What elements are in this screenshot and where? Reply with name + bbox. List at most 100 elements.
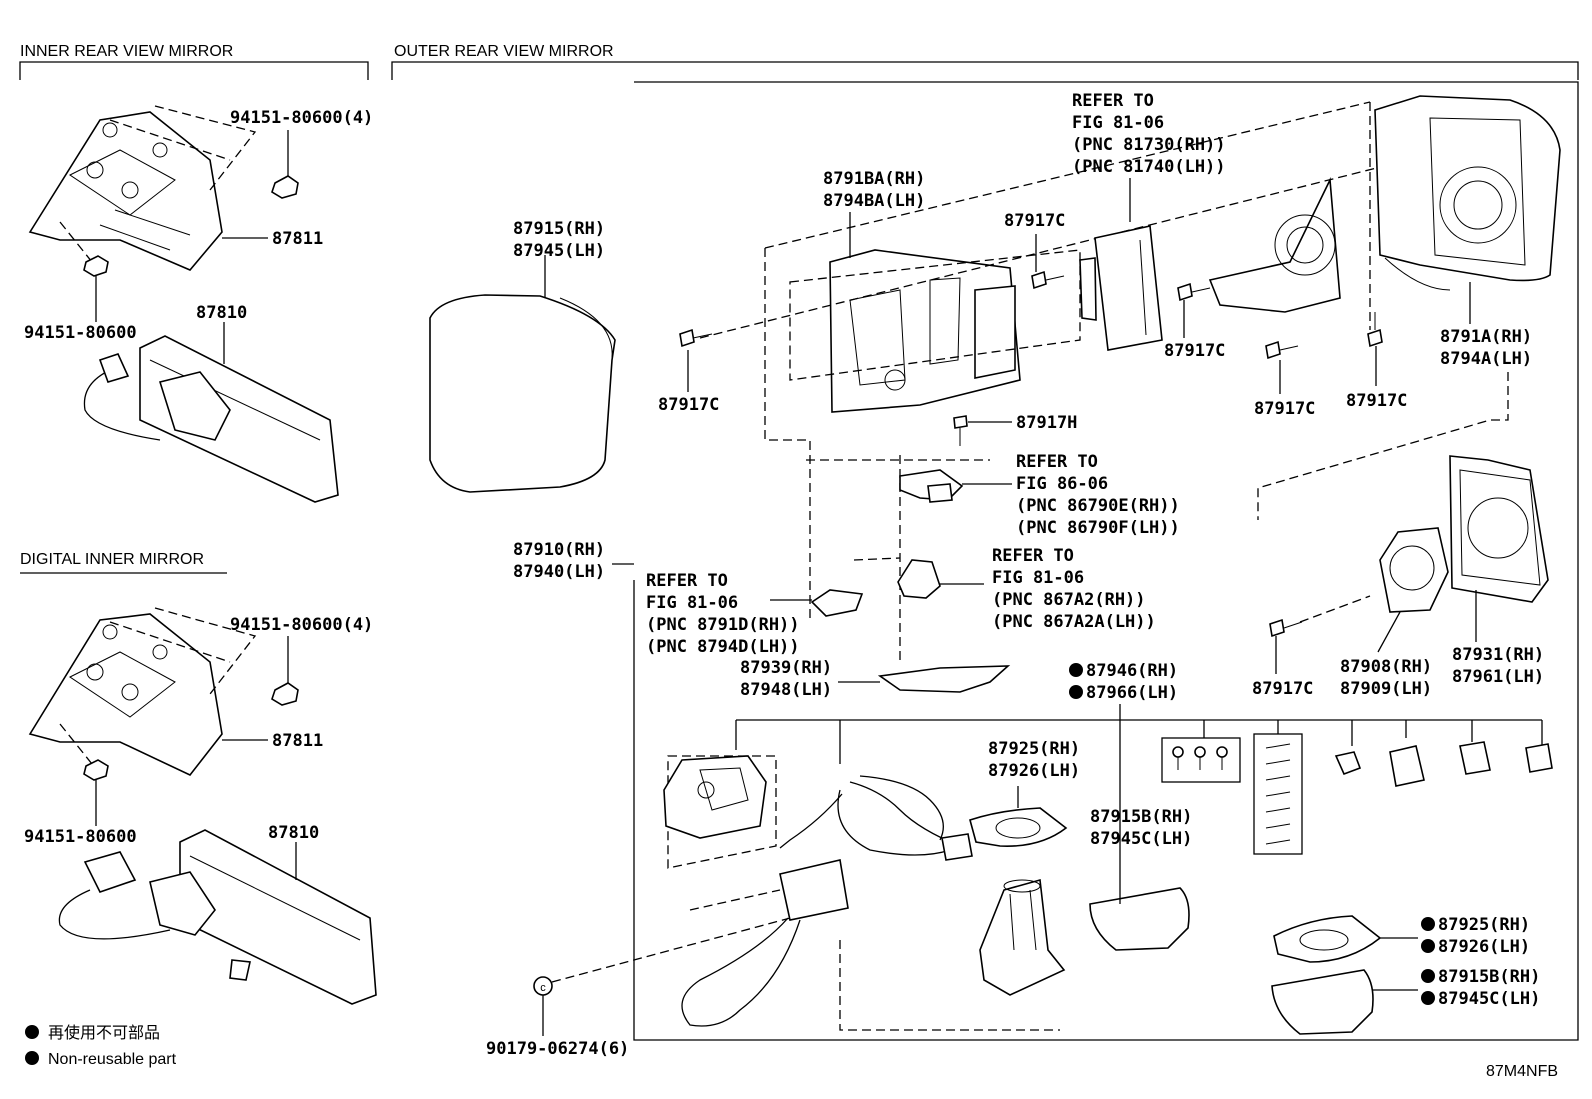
label-screw-f: 87917C	[1252, 679, 1313, 699]
label-lower2-lh: 87945C(LH)	[1438, 989, 1540, 1009]
gasket2-lh-dot	[1421, 939, 1435, 953]
refer4-b: FIG 81-06	[646, 593, 738, 613]
refer3-d: (PNC 867A2A(LH))	[992, 612, 1156, 632]
dash-nut-top	[59, 221, 93, 263]
label-nut-4-bottom: 94151-80600(4)	[230, 615, 373, 635]
dash-nut-bottom	[59, 723, 93, 765]
dash-frame-box	[789, 249, 1081, 381]
refer4-a: REFER TO	[646, 571, 728, 591]
outer-frame-box	[633, 81, 1579, 1041]
nut-top-upper[interactable]	[271, 175, 299, 199]
nut-top-lower[interactable]	[83, 255, 109, 277]
label-garnish-rh: 87939(RH)	[740, 658, 832, 678]
lower-cover-2[interactable]	[1271, 969, 1374, 1035]
refer4-d: (PNC 8794D(LH))	[646, 637, 800, 657]
label-kit-lh: 87966(LH)	[1086, 683, 1178, 703]
connector-b[interactable]	[1459, 741, 1491, 775]
bracket-plate[interactable]	[1208, 177, 1341, 313]
mount-bracket-bottom[interactable]	[28, 613, 223, 776]
legend-en: Non-reusable part	[48, 1051, 177, 1068]
mirror-frame[interactable]	[829, 249, 1021, 413]
dash-top-line	[764, 101, 1371, 249]
section-digital-mirror: DIGITAL INNER MIRROR	[20, 551, 204, 568]
mirror-glass[interactable]	[1449, 455, 1549, 603]
label-lower-lh: 87945C(LH)	[1090, 829, 1192, 849]
gasket-2[interactable]	[1273, 915, 1382, 963]
nut-bottom-lower[interactable]	[83, 759, 109, 781]
wire-harness[interactable]	[681, 775, 1060, 1031]
screw-c[interactable]	[1177, 282, 1211, 302]
mirror-cover[interactable]	[429, 294, 616, 493]
refer1-b: FIG 81-06	[1072, 113, 1164, 133]
mirror-housing[interactable]	[1374, 95, 1561, 291]
label-mirror-top: 87810	[196, 303, 247, 323]
bolt-set[interactable]	[1161, 737, 1241, 783]
label-lower-rh: 87915B(RH)	[1090, 807, 1192, 827]
label-screw-a: 87917C	[658, 395, 719, 415]
refer3-b: FIG 81-06	[992, 568, 1084, 588]
digital-mirror[interactable]	[58, 829, 377, 1005]
label-housing-rh: 8791A(RH)	[1440, 327, 1532, 347]
dash-housing-glass	[1257, 372, 1509, 520]
clip[interactable]: c	[533, 976, 553, 996]
label-mirror-bottom: 87810	[268, 823, 319, 843]
screw-b[interactable]	[1031, 270, 1065, 290]
dash-refer3	[853, 557, 901, 561]
label-glass-rh: 87931(RH)	[1452, 645, 1544, 665]
lamp-unit[interactable]	[897, 559, 941, 599]
mount-bracket-top[interactable]	[28, 111, 223, 271]
screw-a[interactable]	[679, 328, 713, 348]
kit-lh-dot	[1069, 685, 1083, 699]
label-gasket-rh: 87925(RH)	[988, 739, 1080, 759]
legend-dot-en	[25, 1051, 39, 1065]
label-kit-rh: 87946(RH)	[1086, 661, 1178, 681]
label-screw-c: 87917C	[1164, 341, 1225, 361]
screw-e[interactable]	[1367, 312, 1383, 348]
screw-f[interactable]	[1269, 618, 1303, 638]
kit-drops	[735, 720, 1543, 860]
lower-cover[interactable]	[1089, 887, 1190, 951]
screw-set[interactable]	[1253, 733, 1303, 855]
lower2-rh-dot	[1421, 969, 1435, 983]
dash-screw-line	[699, 141, 1481, 339]
dash-screw-f	[1299, 595, 1371, 623]
screw-d[interactable]	[1265, 340, 1299, 360]
label-lower2-rh: 87915B(RH)	[1438, 967, 1540, 987]
turn-signal-lamp[interactable]	[810, 589, 864, 617]
svg-text:c: c	[540, 982, 546, 994]
connector-c[interactable]	[1525, 743, 1553, 773]
label-nut-top: 94151-80600	[24, 323, 137, 343]
label-cover-rh: 87915(RH)	[513, 219, 605, 239]
bracket-inner	[19, 61, 369, 80]
refer2-b: FIG 86-06	[1016, 474, 1108, 494]
figure-code: 87M4NFB	[1486, 1063, 1558, 1080]
refer1-c: (PNC 81730(RH))	[1072, 135, 1226, 155]
label-bracket-bottom: 87811	[272, 731, 323, 751]
label-gasket-lh: 87926(LH)	[988, 761, 1080, 781]
small-clip[interactable]	[1334, 751, 1362, 776]
refer4-c: (PNC 8791D(RH))	[646, 615, 800, 635]
lower2-lh-dot	[1421, 991, 1435, 1005]
gasket[interactable]	[969, 807, 1068, 847]
retractor-unit[interactable]	[1079, 225, 1163, 351]
dash-bracket-top	[109, 105, 257, 191]
label-frame-lh: 8794BA(LH)	[823, 191, 925, 211]
refer2-c: (PNC 86790E(RH))	[1016, 496, 1180, 516]
mirror-base[interactable]	[979, 878, 1066, 996]
screw-h[interactable]	[953, 415, 968, 446]
label-gasket2-lh: 87926(LH)	[1438, 937, 1530, 957]
label-assy-lh: 87940(LH)	[513, 562, 605, 582]
mirror-actuator[interactable]	[1379, 527, 1449, 613]
connector-a[interactable]	[1389, 745, 1425, 787]
section-outer-mirror: OUTER REAR VIEW MIRROR	[394, 43, 614, 60]
garnish[interactable]	[877, 665, 1011, 693]
camera-bracket[interactable]	[899, 469, 964, 503]
nut-bottom-upper[interactable]	[271, 682, 299, 706]
switch-module[interactable]	[663, 755, 767, 839]
label-screw-h: 87917H	[1016, 413, 1077, 433]
label-nut-4-top: 94151-80600(4)	[230, 108, 373, 128]
refer2-a: REFER TO	[1016, 452, 1098, 472]
mirror-top[interactable]	[83, 335, 339, 503]
bracket-outer	[391, 61, 1579, 80]
